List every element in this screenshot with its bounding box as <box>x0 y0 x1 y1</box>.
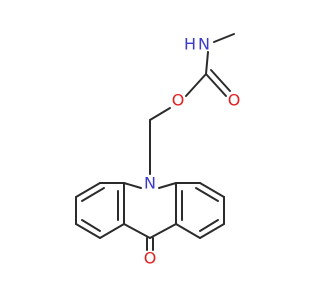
n-carbonyl-c-bond <box>205 51 209 75</box>
structure-canvas: H N O O N O <box>75 33 241 268</box>
ketone-oxygen-label: O <box>144 249 157 268</box>
left-ring-2 <box>75 182 101 198</box>
methyl-n-bond <box>213 33 235 43</box>
carbonyl-c-ester-o-bond <box>185 73 207 97</box>
left-ring-5 <box>99 223 125 239</box>
right-ring-2 <box>199 182 225 198</box>
carbonyl-c-o-bond-a <box>205 73 227 97</box>
molecule-diagram: H N O O N O <box>75 33 241 268</box>
amide-nitrogen-label: N <box>198 35 210 54</box>
ester-o-ch2-bond <box>149 107 171 121</box>
atom-label-layer: H N O O N O <box>144 35 241 268</box>
left-ring-d1 <box>81 187 105 202</box>
central-right-c9-bond <box>149 223 177 239</box>
right-ring-5 <box>175 223 201 239</box>
carbonyl-c-o-bond-b <box>210 69 231 92</box>
left-ring-4 <box>75 223 101 239</box>
right-ring-4 <box>199 223 225 239</box>
bond-layer <box>75 33 235 251</box>
ester-oxygen-label: O <box>172 91 185 110</box>
acridone-nitrogen-label: N <box>144 174 156 193</box>
right-ring-d2 <box>199 219 219 232</box>
left-ring-d2 <box>81 219 101 232</box>
right-ring-d1 <box>195 187 219 202</box>
amide-hydrogen-label: H <box>184 35 196 54</box>
n-left-aryl-bond <box>123 182 142 189</box>
central-left-c9-bond <box>123 223 151 239</box>
n-right-aryl-bond <box>158 182 177 189</box>
carbamate-carbonyl-oxygen-label: O <box>228 91 241 110</box>
